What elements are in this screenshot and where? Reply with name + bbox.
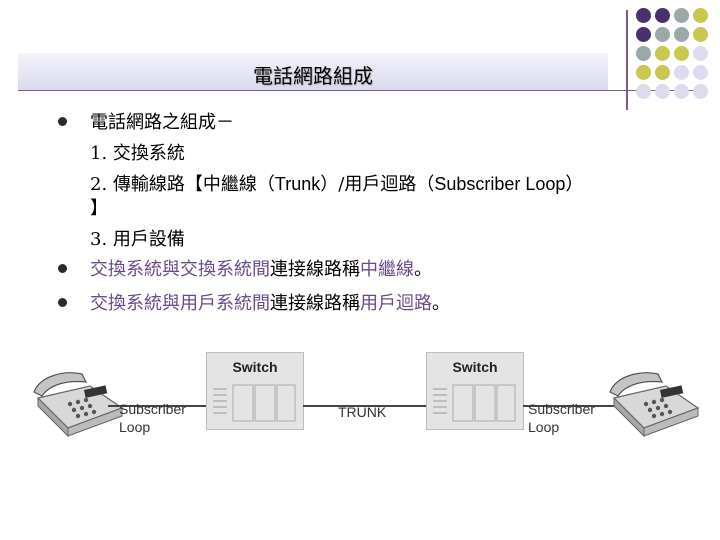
bullet1-item1: 1. 交換系統 xyxy=(90,143,185,164)
trunk-term: Trunk xyxy=(274,174,321,194)
decor-dot xyxy=(655,65,670,80)
bullet2-text: 交換系統與交換系統間連接線路稱中繼線。 xyxy=(90,255,432,281)
decor-vertical-line xyxy=(626,10,628,110)
switch-right-label: Switch xyxy=(452,359,498,375)
left-label-line2: Loop xyxy=(119,419,151,435)
decor-dot xyxy=(636,27,651,42)
decor-dot xyxy=(655,84,670,99)
title-band xyxy=(18,53,608,91)
subscriber-loop-line-right xyxy=(523,405,617,407)
bullet-marker xyxy=(58,298,67,307)
bullet-marker xyxy=(58,264,67,273)
decor-dot xyxy=(655,46,670,61)
decor-dot xyxy=(636,46,651,61)
decor-dot xyxy=(674,84,689,99)
decor-dot xyxy=(674,27,689,42)
switch-rack-icon xyxy=(433,384,516,422)
bullet3-end: 。 xyxy=(432,293,450,314)
trunk-label: TRUNK xyxy=(338,404,387,420)
bullet-marker xyxy=(58,117,67,126)
decor-dot xyxy=(655,27,670,42)
decor-dot xyxy=(693,27,708,42)
decor-dot xyxy=(693,84,708,99)
bullet1-item3: 3. 用戶設備 xyxy=(90,229,185,250)
left-label-line1: Subscriber xyxy=(119,401,186,417)
bullet3-text: 交換系統與用戶系統間連接線路稱用戶迴路。 xyxy=(90,289,450,315)
subscriber-loop-term: Subscriber Loop xyxy=(434,174,566,194)
decor-dot xyxy=(693,65,708,80)
right-label-line2: Loop xyxy=(528,419,560,435)
bullet3-part-a: 交換系統與用戶系統間 xyxy=(90,293,270,314)
switch-left: Switch xyxy=(206,352,304,430)
decor-dot xyxy=(693,46,708,61)
bullet2-term: 中繼線 xyxy=(360,259,414,280)
bullet3-term: 用戶迴路 xyxy=(360,293,432,314)
decor-dot xyxy=(636,84,651,99)
decor-dot xyxy=(674,65,689,80)
decor-horizontal-line xyxy=(18,90,708,91)
item2-mid: ）/用戶迴路（ xyxy=(320,174,435,195)
decor-dot xyxy=(693,8,708,23)
telephone-icon xyxy=(33,372,124,438)
bullet3-part-b: 連接線路稱 xyxy=(270,293,360,314)
subscriber-loop-line-left xyxy=(108,405,206,407)
bullet2-part-b: 連接線路稱 xyxy=(270,259,360,280)
switch-rack-icon xyxy=(213,384,296,422)
telephone-icon xyxy=(609,372,700,438)
switch-right: Switch xyxy=(426,352,524,430)
bullet2-part-a: 交換系統與交換系統間 xyxy=(90,259,270,280)
decor-dot xyxy=(674,8,689,23)
right-label-line1: Subscriber xyxy=(528,401,595,417)
decor-dot xyxy=(674,46,689,61)
trunk-line xyxy=(303,405,426,407)
decor-dot xyxy=(636,65,651,80)
item2-suffix: ） xyxy=(565,174,584,195)
item2-prefix: 2. 傳輸線路【中繼線（ xyxy=(90,174,275,195)
bullet1-intro: 電話網路之組成－ xyxy=(90,112,234,133)
decor-dot xyxy=(636,8,651,23)
switch-left-label: Switch xyxy=(232,359,278,375)
bullet1-item2: 2. 傳輸線路【中繼線（Trunk）/用戶迴路（Subscriber Loop） xyxy=(90,170,583,196)
page-title: 電話網路組成 xyxy=(253,64,373,88)
bullet2-end: 。 xyxy=(414,259,432,280)
decor-dot xyxy=(655,8,670,23)
decor-dot-grid xyxy=(636,8,709,100)
bullet1-item2-close: 】 xyxy=(90,198,108,219)
